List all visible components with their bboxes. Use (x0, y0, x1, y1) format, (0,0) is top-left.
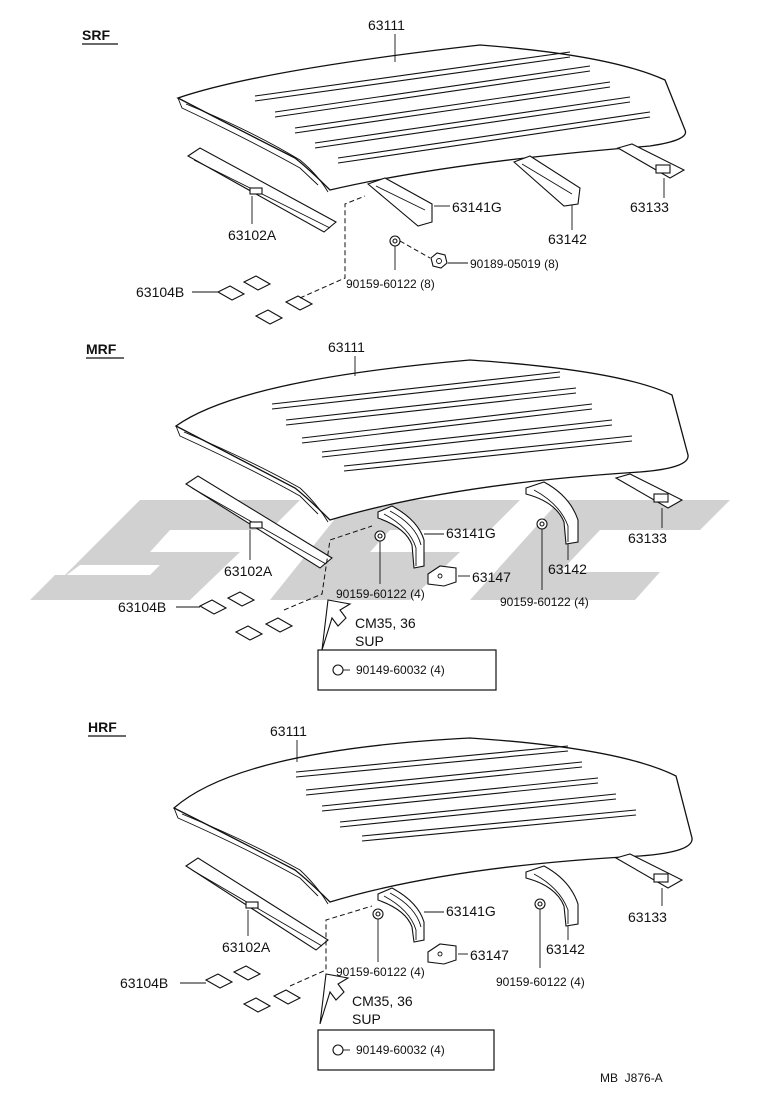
roof-ribs-hrf (295, 745, 637, 842)
bow-rear-srf (512, 155, 581, 207)
bow-front-srf (366, 177, 433, 227)
roof-ribs-mrf (271, 371, 633, 472)
label-bracket-hrf: 63147 (470, 947, 509, 963)
roof-panel-hrf (172, 737, 693, 905)
screw-front-hrf (372, 908, 384, 920)
label-screw-rear-hrf: 90159-60122 (4) (496, 975, 585, 989)
screw-srf (389, 235, 401, 247)
bow-rear-hrf (525, 865, 579, 927)
roof-panel-mrf (174, 359, 689, 523)
rear-rail-mrf (614, 473, 684, 509)
label-bow-front-hrf: 63141G (446, 903, 496, 919)
spacers-srf (216, 275, 314, 325)
bolt-icon (332, 664, 350, 676)
label-bow-front-srf: 63141G (452, 199, 502, 215)
label-screw-srf: 90159-60122 (8) (346, 277, 435, 291)
label-rear-rail-hrf: 63133 (628, 909, 667, 925)
label-bracket-mrf: 63147 (472, 569, 511, 585)
label-model-note-1-hrf: CM35, 36 (352, 993, 413, 1009)
label-bow-rear-srf: 63142 (548, 231, 587, 247)
label-spacer-hrf: 63104B (120, 975, 168, 991)
callout-box-mrf: 90149-60032 (4) (317, 649, 497, 691)
label-bow-front-mrf: 63141G (446, 525, 496, 541)
label-bow-rear-hrf: 63142 (546, 941, 585, 957)
watermark-logo (30, 500, 730, 600)
arrow-hrf (319, 973, 350, 1025)
label-roof-mrf: 63111 (328, 339, 365, 355)
label-front-rail-hrf: 63102A (222, 939, 271, 955)
bolt-icon (332, 1044, 350, 1056)
section-hrf: HRF 63111 63102A 6 (88, 719, 693, 1071)
label-screw-rear-mrf: 90159-60122 (4) (500, 595, 589, 609)
label-rear-rail-srf: 63133 (630, 199, 669, 215)
section-title-mrf: MRF (86, 341, 117, 357)
label-screw-front-hrf: 90159-60122 (4) (336, 965, 425, 979)
label-model-note-2-mrf: SUP (355, 633, 384, 649)
roof-panel-srf (176, 44, 687, 193)
label-model-note-2-hrf: SUP (352, 1011, 381, 1027)
rear-rail-hrf (614, 853, 684, 889)
label-spacer-srf: 63104B (136, 284, 184, 300)
roof-ribs-srf (254, 51, 651, 164)
bow-front-hrf (377, 887, 425, 943)
label-rear-rail-mrf: 63133 (628, 530, 667, 546)
rear-rail-srf (616, 143, 686, 179)
bracket-hrf (427, 943, 457, 965)
label-box-part-mrf: 90149-60032 (4) (356, 663, 445, 677)
label-box-part-hrf: 90149-60032 (4) (356, 1043, 445, 1057)
screw-front-mrf (374, 530, 386, 542)
spacers-mrf (198, 591, 294, 641)
front-rail-srf (186, 147, 337, 233)
front-rail-mrf (184, 475, 333, 569)
screw-rear-mrf (536, 518, 548, 530)
footer-code: MB J876-A (600, 1071, 663, 1085)
nut-srf (430, 252, 448, 269)
label-front-rail-srf: 63102A (228, 227, 277, 243)
label-roof-hrf: 63111 (270, 723, 307, 739)
label-spacer-mrf: 63104B (118, 599, 166, 615)
label-bow-rear-mrf: 63142 (548, 561, 587, 577)
spacers-hrf (204, 965, 302, 1013)
bow-rear-mrf (525, 481, 579, 545)
label-nut-srf: 90189-05019 (8) (470, 257, 559, 271)
label-model-note-1-mrf: CM35, 36 (355, 615, 416, 631)
front-rail-hrf (184, 857, 329, 951)
bow-front-mrf (377, 505, 425, 569)
section-srf: SRF 63111 63102A 63141G (82, 17, 687, 325)
label-screw-front-mrf: 90159-60122 (4) (336, 587, 425, 601)
screw-rear-hrf (534, 898, 546, 910)
callout-box-hrf: 90149-60032 (4) (317, 1029, 495, 1071)
label-front-rail-mrf: 63102A (224, 563, 273, 579)
label-roof-srf: 63111 (368, 17, 405, 33)
section-title-hrf: HRF (88, 719, 117, 735)
bracket-mrf (427, 565, 457, 587)
arrow-mrf (321, 599, 352, 651)
section-title-srf: SRF (82, 27, 110, 43)
section-mrf: MRF 63111 63102A 6 (86, 339, 689, 691)
